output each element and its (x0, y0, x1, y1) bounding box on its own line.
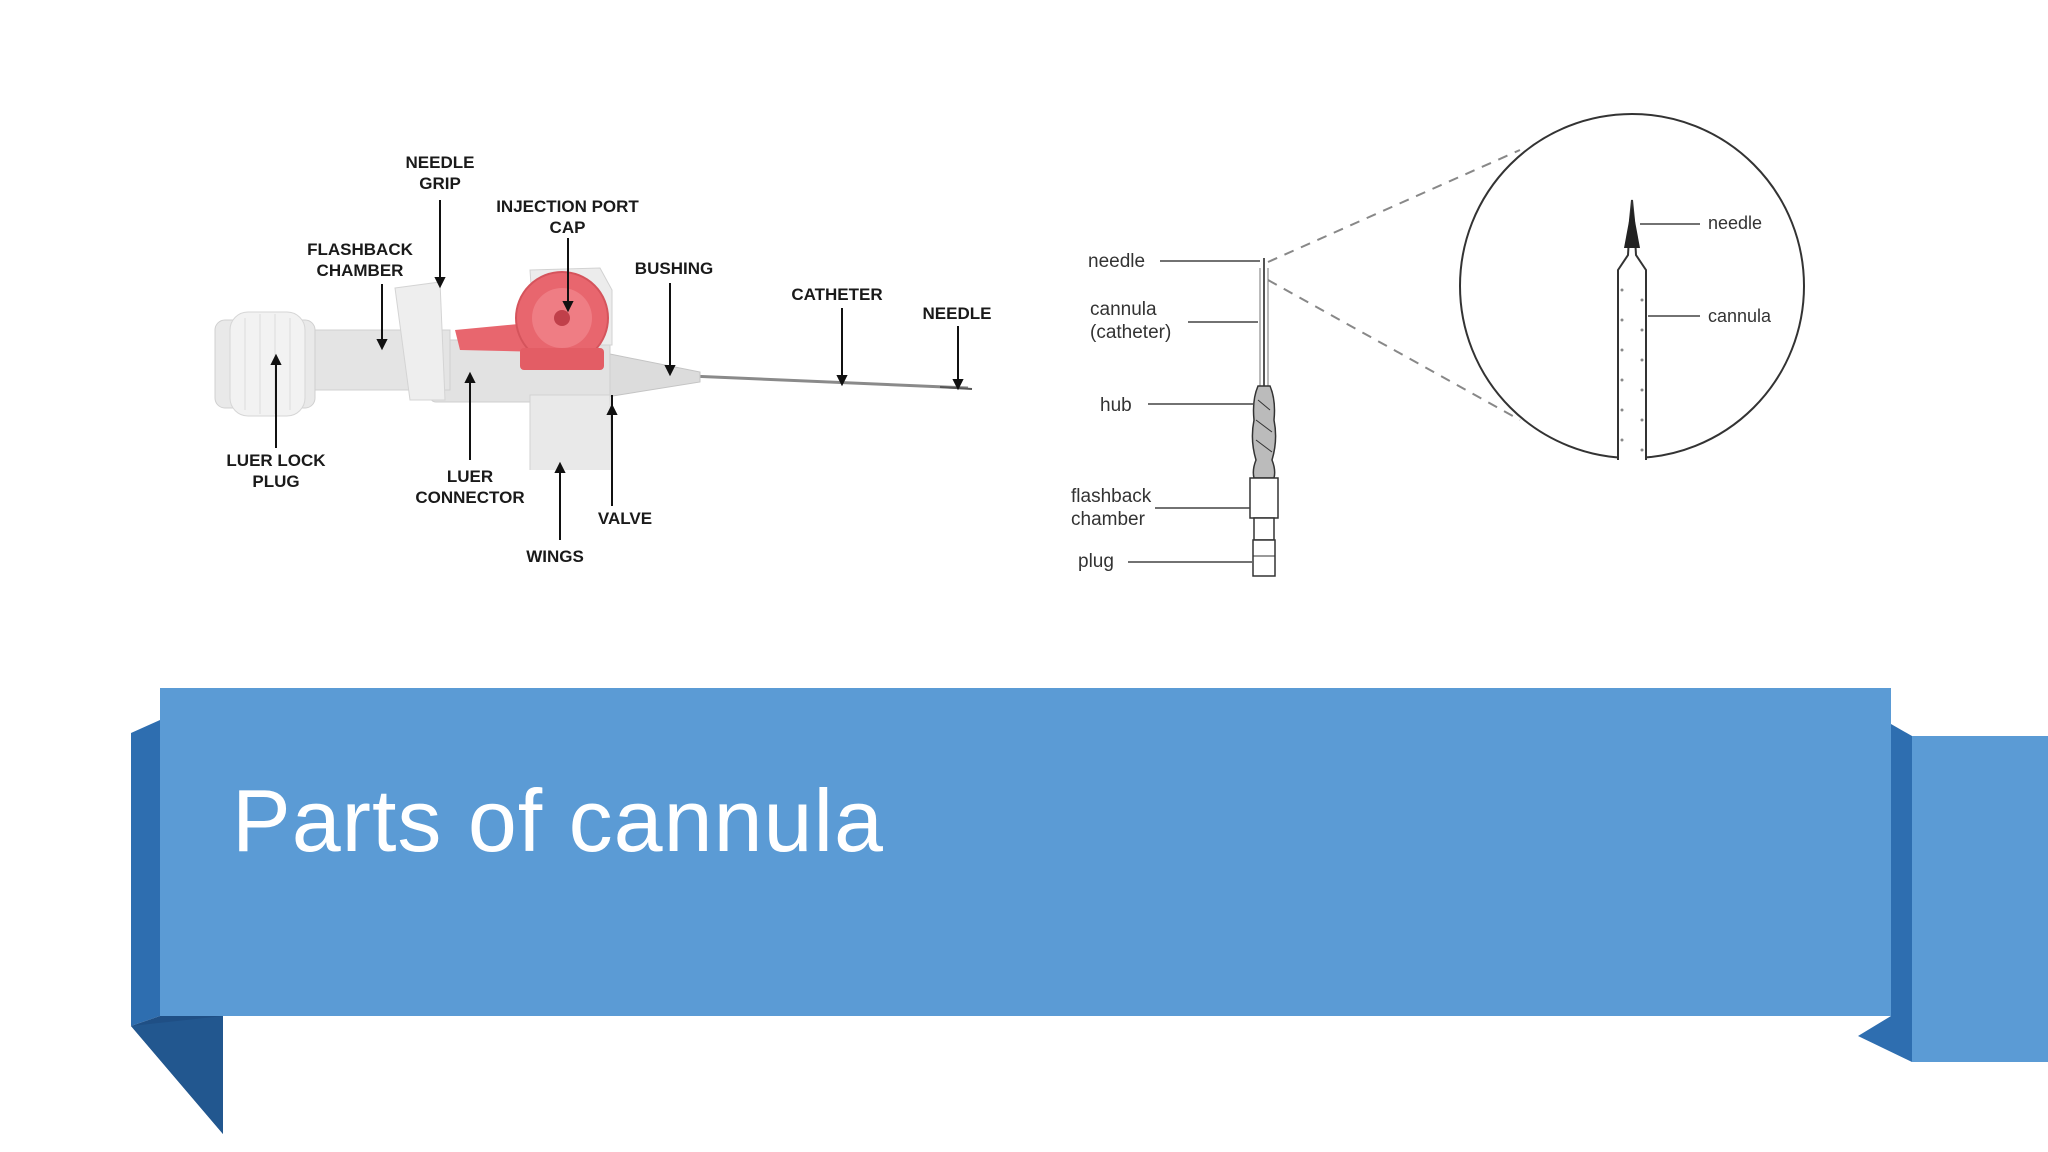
label-r-cannula-line1: cannula (1090, 299, 1157, 320)
label-valve: VALVE (585, 508, 665, 529)
label-r-needle-text: needle (1088, 251, 1146, 272)
label-needle-grip-line1: NEEDLE (405, 153, 475, 172)
label-needle-grip-line2: GRIP (419, 174, 461, 193)
label-r-hub: hub (1100, 394, 1132, 417)
title-banner (160, 688, 1891, 1016)
label-r-flashback-line1: flashback (1071, 486, 1152, 507)
label-luer-connector: LUER CONNECTOR (405, 466, 535, 508)
label-needle-grip: NEEDLE GRIP (395, 152, 485, 194)
label-needle: NEEDLE (912, 303, 1002, 324)
slide-title: Parts of cannula (232, 771, 884, 870)
label-needle-text: NEEDLE (922, 304, 992, 323)
label-r-hub-text: hub (1100, 395, 1132, 416)
left-leader-lines (270, 200, 964, 540)
label-zoom-needle: needle (1708, 212, 1762, 235)
label-luer-lock-plug-line1: LUER LOCK (226, 451, 326, 470)
label-flashback-chamber-line1: FLASHBACK (307, 240, 413, 259)
label-valve-text: VALVE (597, 509, 653, 528)
label-luer-connector-line2: CONNECTOR (415, 488, 525, 507)
label-flashback-chamber: FLASHBACK CHAMBER (300, 239, 420, 281)
label-catheter: CATHETER (782, 284, 892, 305)
label-luer-lock-plug: LUER LOCK PLUG (216, 450, 336, 492)
label-r-flashback: flashback chamber (1071, 485, 1151, 531)
label-flashback-chamber-line2: CHAMBER (316, 261, 404, 280)
label-wings-text: WINGS (526, 547, 584, 566)
label-zoom-needle-text: needle (1708, 213, 1763, 233)
label-r-cannula-line2: (catheter) (1090, 322, 1172, 343)
label-bushing-text: BUSHING (634, 259, 714, 278)
label-injection-port-cap: INJECTION PORT CAP (485, 196, 650, 238)
label-luer-lock-plug-line2: PLUG (252, 472, 300, 491)
label-injection-port-cap-line1: INJECTION PORT (496, 197, 639, 216)
label-r-cannula: cannula (catheter) (1090, 298, 1171, 344)
label-catheter-text: CATHETER (791, 285, 883, 304)
label-r-flashback-line2: chamber (1071, 509, 1145, 530)
label-r-needle: needle (1088, 250, 1145, 273)
label-zoom-cannula-text: cannula (1708, 306, 1772, 326)
label-bushing: BUSHING (624, 258, 724, 279)
label-zoom-cannula: cannula (1708, 305, 1771, 328)
label-luer-connector-line1: LUER (446, 467, 494, 486)
label-wings: WINGS (515, 546, 595, 567)
cannula-line-drawing (1128, 113, 1805, 577)
label-injection-port-cap-line2: CAP (549, 218, 586, 237)
label-r-plug-text: plug (1078, 551, 1114, 572)
label-r-plug: plug (1078, 550, 1114, 573)
